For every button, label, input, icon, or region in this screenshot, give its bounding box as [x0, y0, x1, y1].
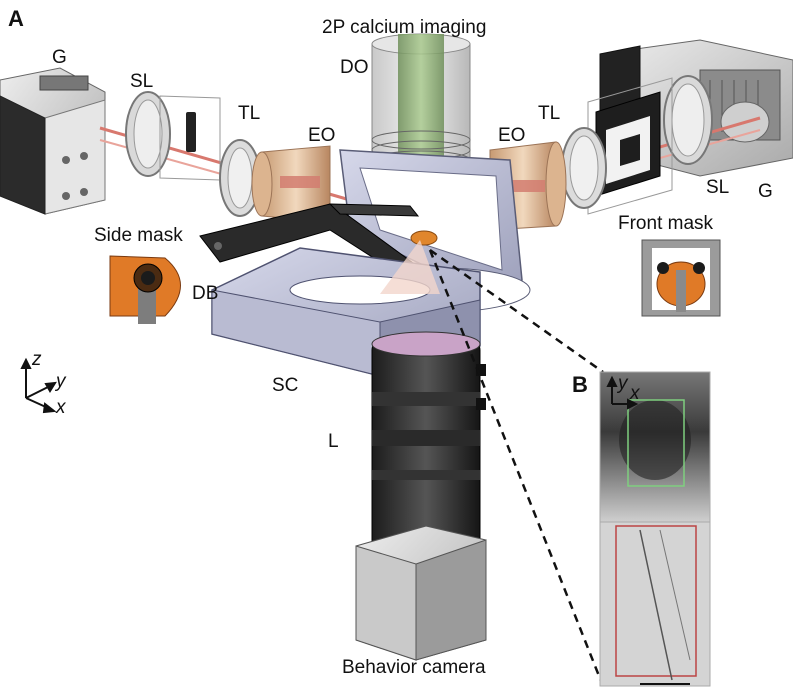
label-g-right: G — [758, 181, 773, 202]
axis-y-label: y — [56, 371, 66, 392]
axis-x-label: x — [56, 397, 66, 418]
label-tl-right: TL — [538, 103, 561, 124]
label-side-mask: Side mask — [94, 225, 183, 246]
zoom-lines — [428, 248, 605, 687]
label-do: DO — [340, 57, 369, 78]
label-sl-left: SL — [130, 71, 154, 92]
axes-b-icon — [606, 375, 639, 410]
label-db: DB — [192, 283, 219, 304]
behavior-lens — [371, 331, 486, 551]
holder-frame — [339, 149, 531, 313]
figure-title: 2P calcium imaging — [322, 17, 487, 38]
label-l: L — [328, 431, 339, 452]
panel-a-label: A — [8, 6, 24, 31]
side-mask-icon — [109, 255, 181, 324]
label-front-mask: Front mask — [618, 213, 714, 234]
axis-b-y-label: y — [618, 373, 628, 394]
axis-b-x-label: x — [630, 383, 640, 404]
tube-lens-right — [561, 127, 607, 209]
mask-plate-right — [587, 77, 673, 215]
label-eo-right: EO — [498, 125, 526, 146]
axis-z-label: z — [32, 349, 42, 370]
label-eo-left: EO — [308, 125, 336, 146]
panel-b-label: B — [572, 372, 588, 397]
label-sl-right: SL — [706, 177, 730, 198]
panel-b-image — [599, 371, 711, 687]
label-sc: SC — [272, 375, 299, 396]
axes-left-icon — [20, 357, 57, 414]
tube-lens-left — [219, 139, 261, 217]
scan-lens-right — [663, 75, 713, 165]
eo-left — [251, 145, 331, 223]
label-behavior-camera: Behavior camera — [342, 657, 486, 678]
larva — [410, 230, 438, 246]
left-galvo — [0, 67, 106, 215]
label-g-left: G — [52, 47, 67, 68]
label-tl-left: TL — [238, 103, 261, 124]
front-mask-icon — [641, 239, 721, 317]
scan-lens-left — [125, 91, 221, 181]
behavior-camera-box — [355, 525, 487, 661]
